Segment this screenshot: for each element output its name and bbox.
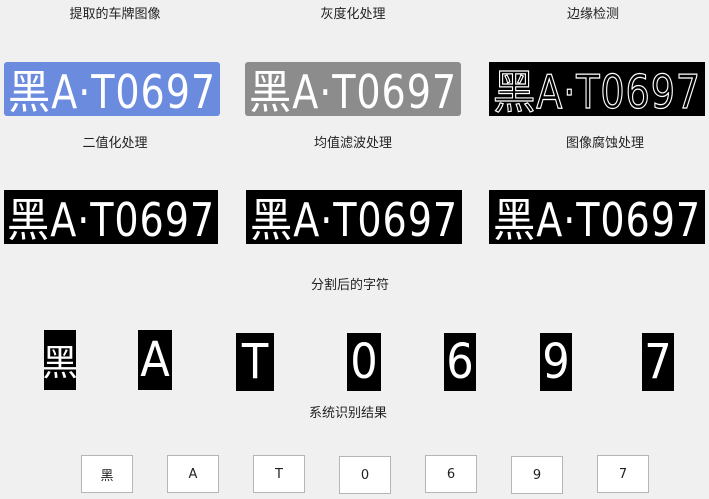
recognition-result-title: 系统识别结果 bbox=[308, 406, 387, 421]
result-char-box: 6 bbox=[425, 455, 477, 493]
segmented-char: T bbox=[236, 333, 274, 391]
segmented-char: 6 bbox=[444, 333, 476, 391]
segmented-char: 7 bbox=[642, 333, 674, 391]
result-char-box: 7 bbox=[597, 455, 649, 493]
extracted-plate-image: 黑A·T0697 bbox=[4, 62, 220, 116]
mean-filter-title: 均值滤波处理 bbox=[313, 136, 392, 151]
result-char-box: 0 bbox=[339, 456, 391, 494]
result-char-box: 9 bbox=[511, 456, 563, 494]
segmented-chars-title: 分割后的字符 bbox=[310, 278, 389, 293]
binarize-plate-image: 黑A·T0697 bbox=[4, 190, 218, 244]
edge-plate-image: 黑A·T0697 bbox=[489, 62, 705, 116]
segmented-char: 9 bbox=[540, 333, 572, 391]
edge-plate-text: 黑A·T0697 bbox=[492, 64, 701, 116]
erosion-plate-text: 黑A·T0697 bbox=[493, 193, 701, 244]
result-char-box: A bbox=[167, 455, 219, 493]
edge-detection-title: 边缘检测 bbox=[566, 7, 619, 22]
extracted-plate-text: 黑A·T0697 bbox=[8, 65, 216, 116]
mean-filter-plate-text: 黑A·T0697 bbox=[250, 193, 458, 244]
segmented-char: A bbox=[138, 330, 172, 390]
mean-filter-plate-image: 黑A·T0697 bbox=[246, 190, 462, 244]
binarize-plate-text: 黑A·T0697 bbox=[7, 193, 215, 244]
result-char-box: T bbox=[253, 455, 305, 493]
erosion-title: 图像腐蚀处理 bbox=[565, 136, 644, 151]
result-char-box: 黑 bbox=[81, 455, 133, 493]
grayscale-plate-image: 黑A·T0697 bbox=[245, 62, 461, 116]
extracted-plate-title: 提取的车牌图像 bbox=[69, 7, 161, 22]
grayscale-title: 灰度化处理 bbox=[320, 7, 386, 22]
segmented-char: 黑 bbox=[44, 330, 76, 390]
segmented-char: 0 bbox=[347, 333, 381, 391]
erosion-plate-image: 黑A·T0697 bbox=[489, 190, 705, 244]
grayscale-plate-text: 黑A·T0697 bbox=[249, 65, 457, 116]
binarize-title: 二值化处理 bbox=[82, 136, 148, 151]
